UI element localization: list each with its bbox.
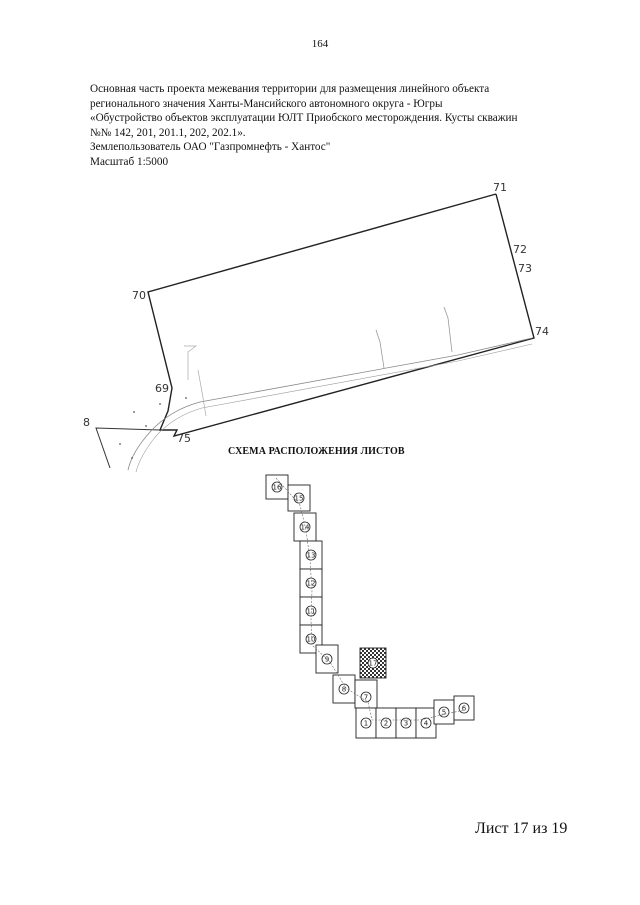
scheme-sheet-label: 13	[307, 552, 316, 560]
header-line: №№ 142, 201, 201.1, 202, 202.1».	[90, 126, 246, 139]
scheme-sheet-label: 10	[307, 636, 316, 644]
scheme-sheet-label: 2	[384, 720, 388, 728]
scheme-sheet-label: 12	[307, 580, 316, 588]
point-label-69: 69	[155, 382, 169, 395]
scheme-sheet-label: 4	[424, 720, 429, 728]
scheme-sheet-label: 8	[342, 686, 346, 694]
scheme-sheet-label: 14	[301, 524, 310, 532]
point-label-70: 70	[132, 289, 146, 302]
scheme-sheet-marker	[360, 717, 372, 729]
scheme-sheet-marker	[400, 717, 412, 729]
scheme-sheet-marker	[338, 683, 350, 695]
left-boundary	[95, 427, 161, 469]
pipeline-branch	[184, 345, 198, 380]
point-label-8: 8	[83, 416, 90, 429]
scheme-sheet-marker	[305, 633, 317, 645]
point-label-71: 71	[493, 181, 507, 194]
scheme-sheet-label: 5	[442, 709, 446, 717]
header-line: Землепользователь ОАО "Газпромнефть - Ха…	[90, 141, 331, 154]
pipeline-branch	[375, 329, 385, 369]
scheme-sheet-marker	[360, 691, 372, 703]
point-label-73: 73	[518, 262, 532, 275]
scheme-route	[275, 477, 465, 721]
point-label-75: 75	[177, 432, 191, 445]
point-label-72: 72	[513, 243, 527, 256]
scheme-sheet-label: 7	[364, 694, 368, 702]
scheme-sheet-marker	[305, 549, 317, 561]
scheme-sheet-marker	[420, 717, 432, 729]
scheme-sheet-label: 1	[364, 720, 368, 728]
pipeline-branch	[197, 369, 207, 417]
scheme-sheet-marker	[367, 657, 379, 669]
scheme-sheet-label: 16	[273, 484, 282, 492]
scheme-sheet-marker	[299, 521, 311, 533]
document-header: Основная часть проекта межевания террито…	[90, 82, 560, 170]
scheme-sheet-label: 9	[325, 656, 329, 664]
scheme-sheet-marker	[438, 706, 450, 718]
scheme-sheet-label: 3	[404, 720, 408, 728]
point-label-74: 74	[535, 325, 549, 338]
survey-plan: 71 72 73 74 70 69 8 75	[83, 181, 549, 473]
scheme-title: СХЕМА РАСПОЛОЖЕНИЯ ЛИСТОВ	[228, 446, 405, 457]
scheme-sheet-marker	[271, 481, 283, 493]
header-line: «Обустройство объектов эксплуатации ЮЛТ …	[90, 112, 518, 125]
page-number: 164	[311, 38, 329, 50]
survey-marks	[119, 397, 187, 459]
scheme-sheet-label: 6	[462, 705, 467, 713]
pipeline-route-offset	[135, 343, 533, 473]
pipeline-branch	[443, 306, 453, 353]
header-line: Масштаб 1:5000	[90, 155, 169, 168]
sheet-counter: Лист 17 из 19	[475, 820, 568, 837]
header-line: регионального значения Ханты-Мансийского…	[90, 97, 443, 110]
scheme-sheet-label: 17	[369, 660, 378, 668]
scheme-sheet-marker	[293, 492, 305, 504]
scheme-sheet-label: 15	[295, 495, 304, 503]
header-line: Основная часть проекта межевания террито…	[90, 83, 490, 95]
scheme-sheet-marker	[380, 717, 392, 729]
